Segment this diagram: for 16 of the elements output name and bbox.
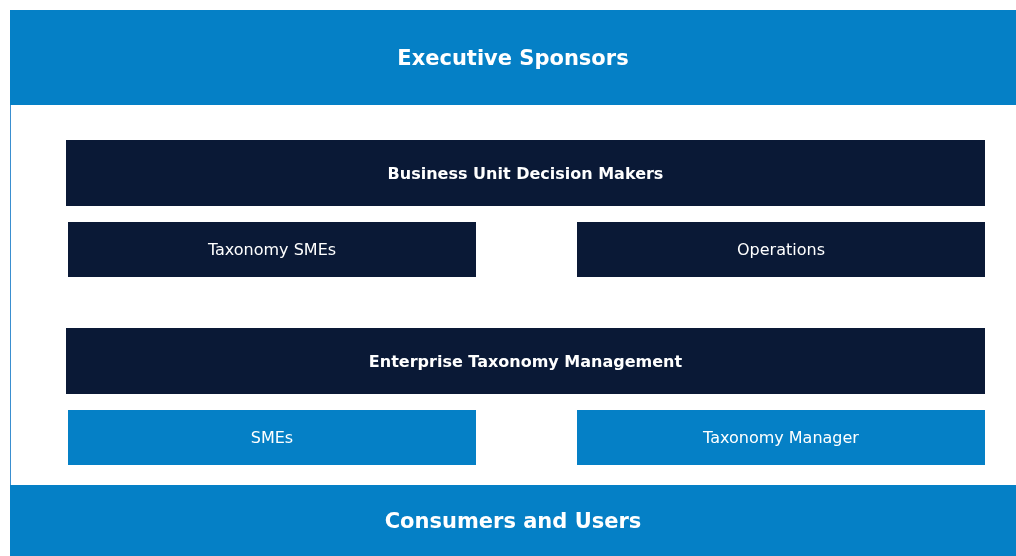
- role-label: Operations: [737, 240, 825, 259]
- role-label: SMEs: [250, 428, 294, 447]
- role-label: Executive Sponsors: [397, 45, 629, 70]
- role-band: [10, 485, 1016, 556]
- role-box: [68, 222, 476, 277]
- role-label: Business Unit Decision Makers: [387, 163, 664, 183]
- role-label: Taxonomy SMEs: [207, 240, 337, 259]
- role-bar: [66, 328, 985, 394]
- role-label: Taxonomy Manager: [703, 428, 859, 447]
- role-box: [577, 410, 985, 465]
- role-bar: [66, 140, 985, 206]
- role-box: [577, 222, 985, 277]
- role-label: Enterprise Taxonomy Management: [368, 351, 683, 371]
- role-box: [68, 410, 476, 465]
- role-band: [10, 10, 1016, 105]
- role-label: Consumers and Users: [384, 508, 642, 533]
